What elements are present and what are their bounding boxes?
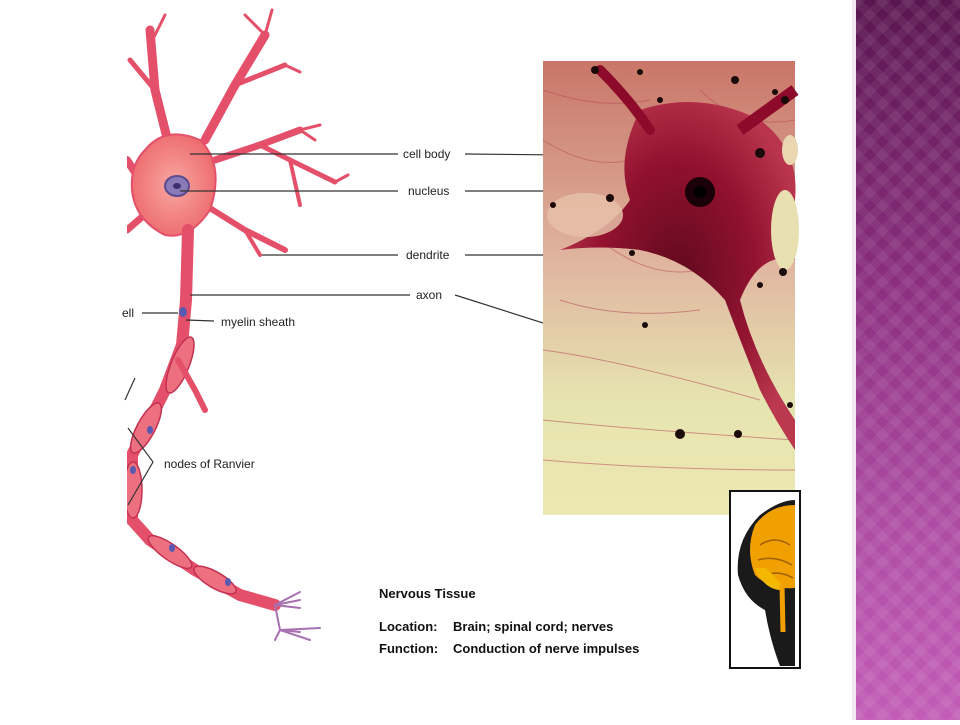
label-schwann-cell-fragment: ell: [122, 306, 134, 320]
caption-location-label: Location:: [379, 619, 438, 634]
schwann-nuclei: [130, 307, 231, 586]
slide-decorative-sidebar: [856, 0, 960, 720]
caption-function-label: Function:: [379, 641, 438, 656]
caption: Nervous Tissue Location: Brain; spinal c…: [379, 586, 639, 656]
axon-terminals: [274, 591, 321, 641]
label-nucleus: nucleus: [408, 184, 449, 198]
brain-inset: [729, 490, 801, 669]
caption-title: Nervous Tissue: [379, 586, 476, 601]
label-dendrite: dendrite: [406, 248, 450, 262]
micrograph: [542, 61, 799, 515]
label-cell-body: cell body: [403, 147, 450, 161]
neuron-illustration: [127, 8, 350, 641]
label-axon: axon: [416, 288, 442, 302]
caption-location-value: Brain; spinal cord; nerves: [453, 619, 613, 634]
sidebar-edge: [852, 0, 856, 720]
caption-function-value: Conduction of nerve impulses: [453, 641, 639, 656]
label-nodes-of-ranvier: nodes of Ranvier: [164, 457, 255, 471]
label-myelin-sheath: myelin sheath: [221, 315, 295, 329]
